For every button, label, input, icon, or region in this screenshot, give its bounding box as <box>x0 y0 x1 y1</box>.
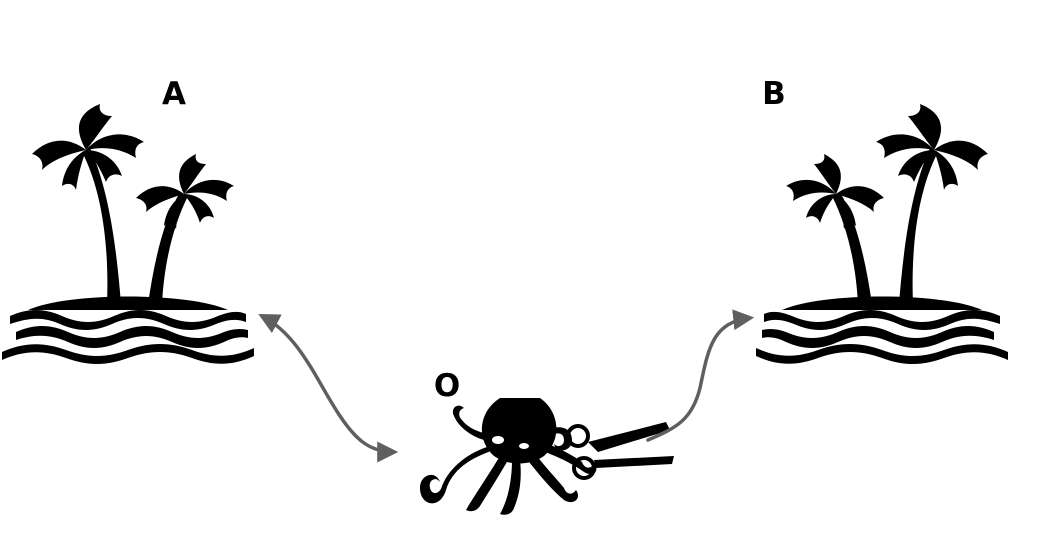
scissors-icon <box>566 422 674 480</box>
island-b: B <box>756 76 1008 364</box>
island-a-label: A <box>162 76 186 112</box>
link-octopus-b <box>646 309 755 442</box>
octopus-label: O <box>434 368 460 404</box>
palm-island-icon <box>756 104 1008 364</box>
island-a: A <box>2 76 254 364</box>
octopus-icon <box>420 398 597 515</box>
octopus-node: O <box>420 368 674 515</box>
palm-island-icon <box>2 104 254 364</box>
island-b-label: B <box>762 76 786 112</box>
link-a-octopus <box>258 314 399 463</box>
